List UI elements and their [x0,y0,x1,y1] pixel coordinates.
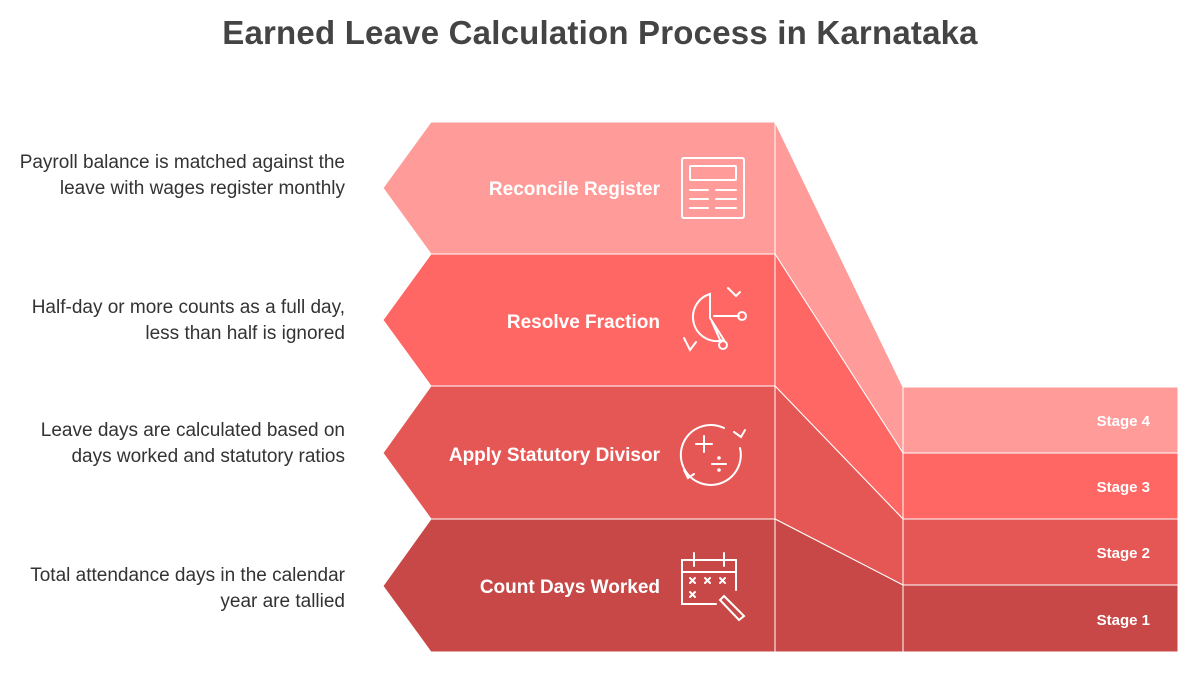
step-label-divisor: Apply Statutory Divisor [449,445,661,466]
calculator-icon [679,423,746,486]
stage-block-4 [902,386,1179,454]
step-description-divisor: Leave days are calculated based on days … [40,420,345,467]
register-icon [681,157,745,219]
stage-block-2 [902,518,1179,586]
step-label-count: Count Days Worked [480,577,660,598]
stage-label-2: Stage 2 [1097,545,1150,562]
fraction-icon [683,287,747,352]
calendar-icon [681,552,746,622]
page-title: Earned Leave Calculation Process in Karn… [222,14,978,51]
stage-block-3 [902,452,1179,520]
step-description-reconcile: Payroll balance is matched against the l… [19,152,345,199]
step-label-reconcile: Reconcile Register [489,179,661,200]
stage-block-1 [902,584,1179,653]
stage-label-1: Stage 1 [1097,612,1150,629]
step-arrow-count [382,518,776,653]
step-description-count: Total attendance days in the calendar ye… [30,565,345,612]
stage-label-4: Stage 4 [1097,413,1151,430]
step-description-fraction: Half-day or more counts as a full day, l… [31,297,345,344]
stage-label-3: Stage 3 [1097,479,1150,496]
step-label-fraction: Resolve Fraction [507,312,660,333]
